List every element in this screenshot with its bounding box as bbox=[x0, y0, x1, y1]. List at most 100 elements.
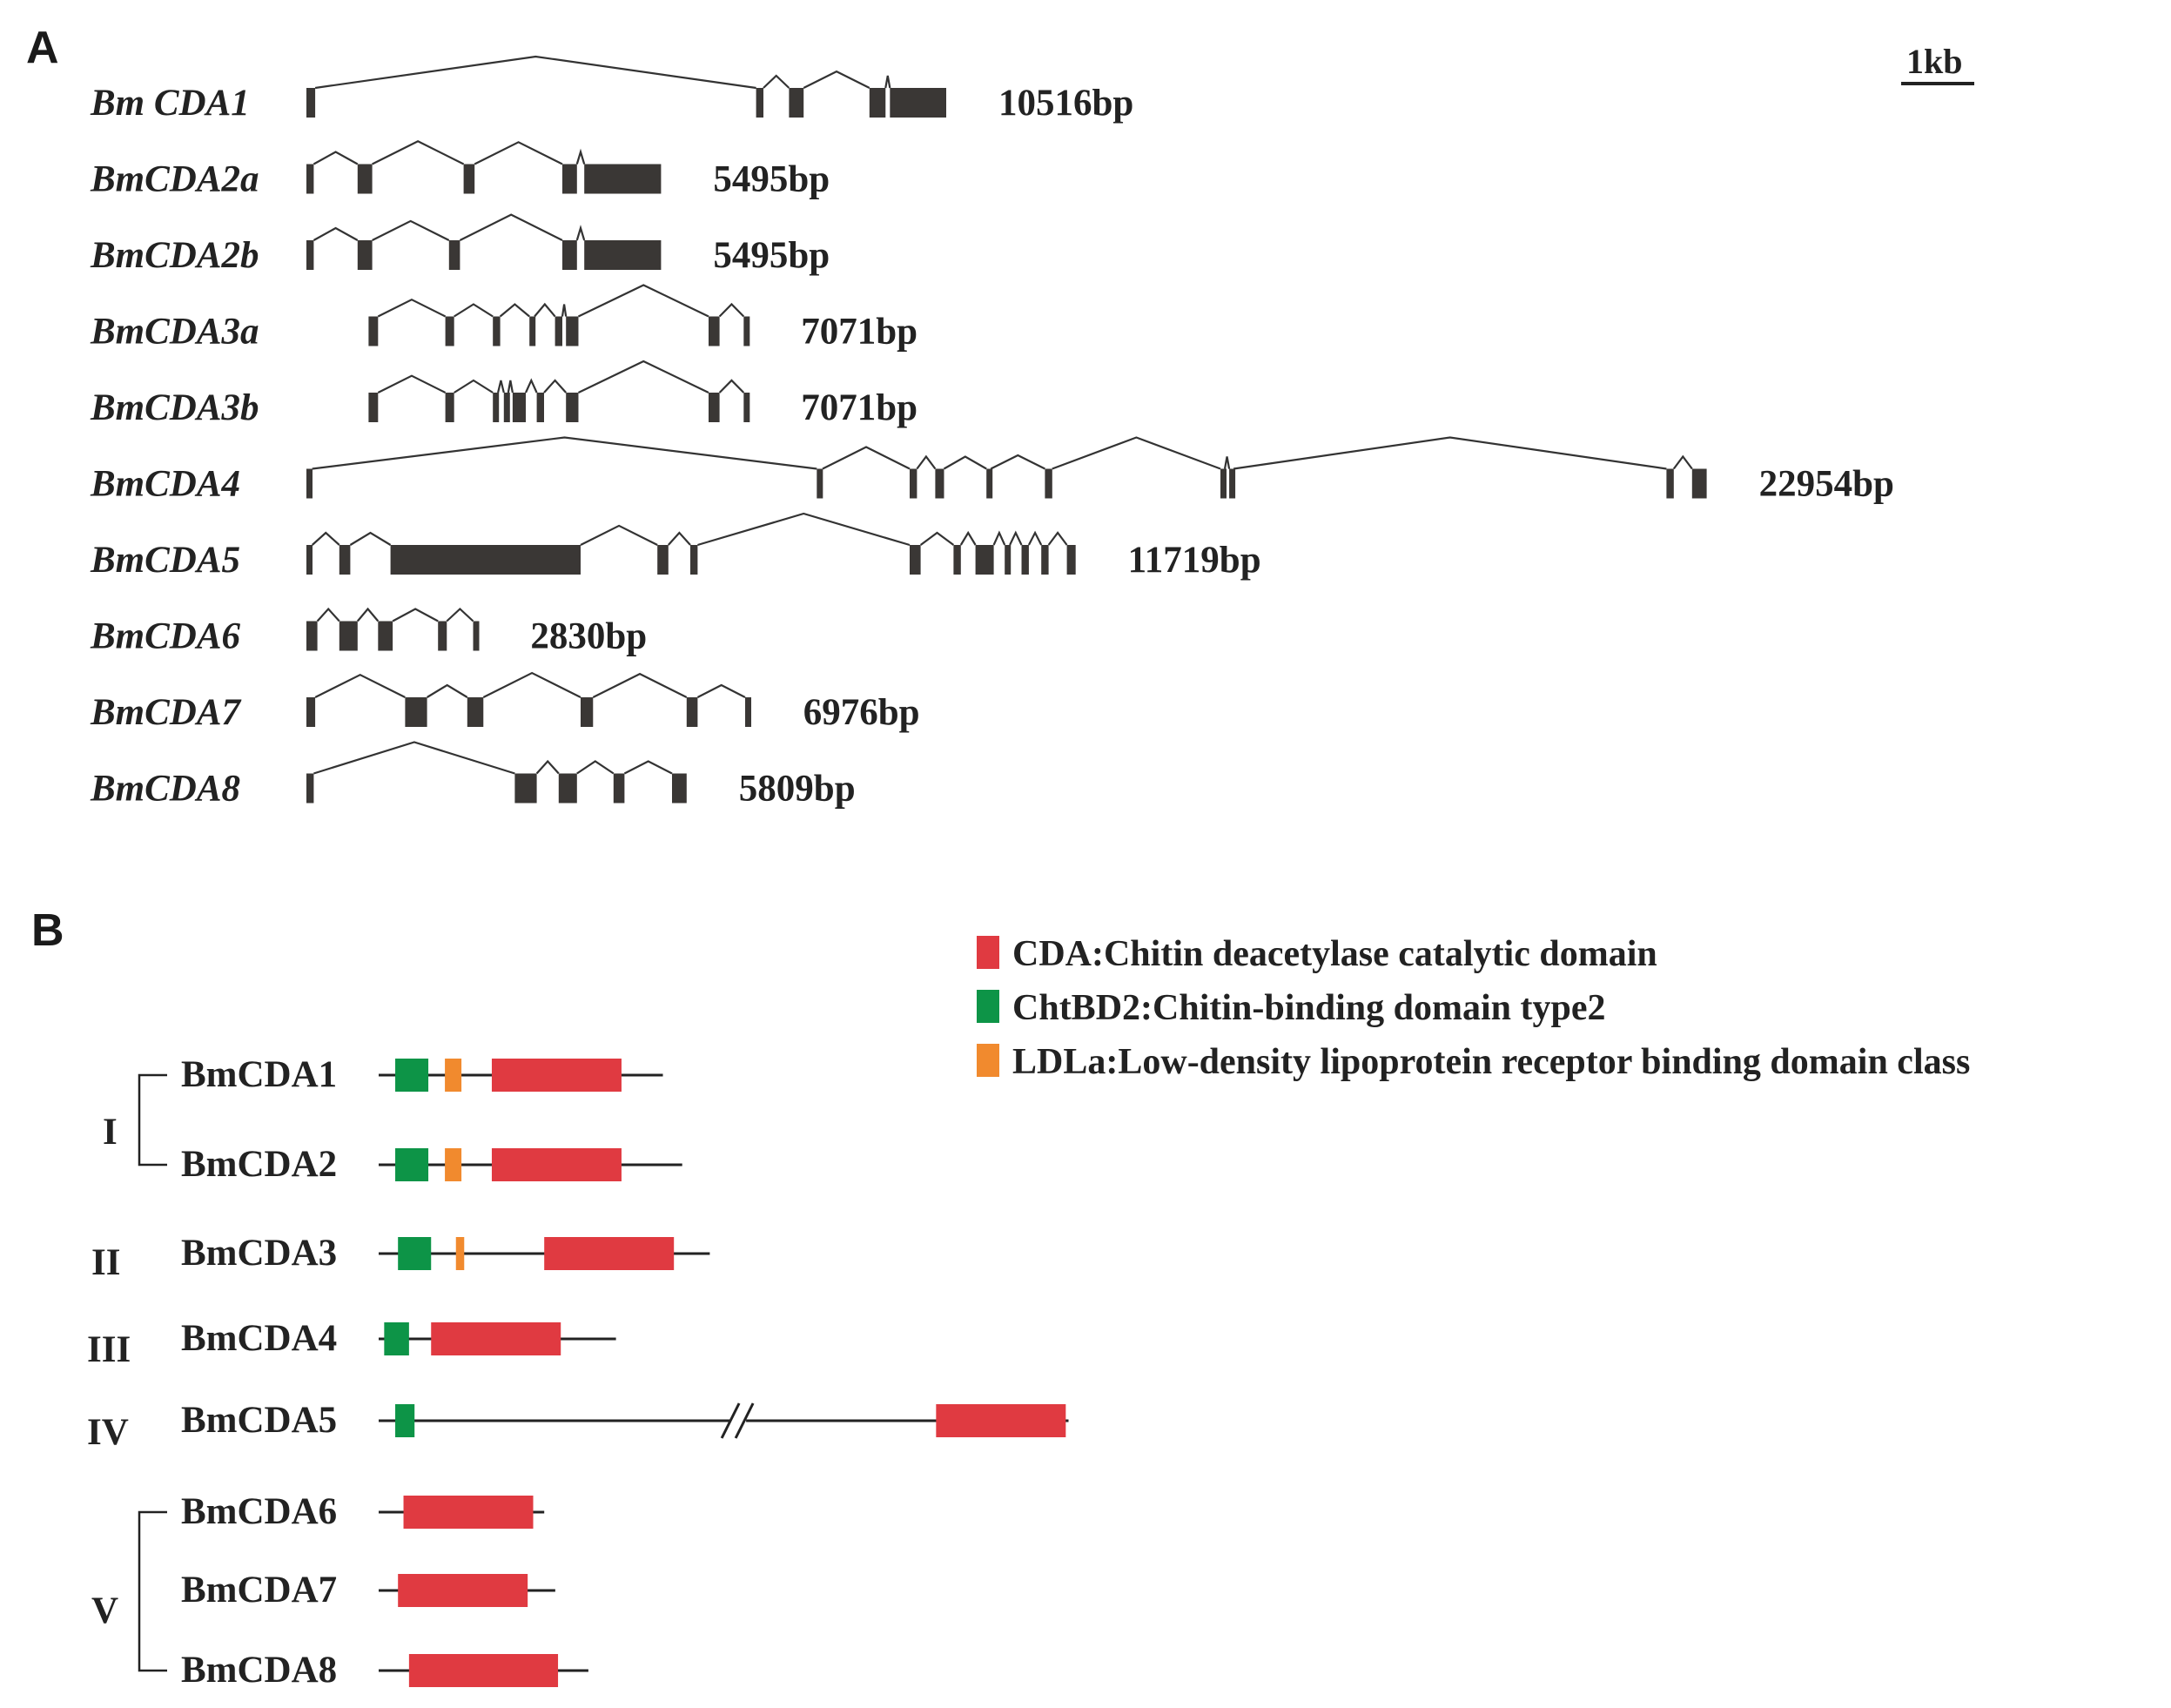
domain-ldla bbox=[445, 1148, 462, 1181]
intron-line bbox=[497, 380, 505, 393]
intron-line bbox=[507, 380, 514, 393]
exon-block bbox=[306, 621, 318, 651]
intron-line bbox=[943, 455, 987, 470]
exon-block bbox=[467, 697, 484, 727]
exon-block bbox=[1229, 468, 1236, 499]
intron-line bbox=[1009, 530, 1023, 546]
legend-swatch bbox=[977, 936, 999, 969]
intron-line bbox=[312, 436, 817, 470]
exon-block bbox=[953, 545, 961, 575]
exon-block bbox=[613, 773, 625, 804]
break-mark bbox=[720, 1402, 741, 1439]
intron-line bbox=[454, 379, 494, 393]
exon-block bbox=[1220, 468, 1227, 499]
domain-cda bbox=[398, 1574, 528, 1607]
intron-line bbox=[313, 151, 359, 165]
domain-ldla bbox=[445, 1059, 462, 1092]
gene-length-label: 2830bp bbox=[530, 616, 647, 657]
exon-block bbox=[986, 468, 993, 499]
domain-cda bbox=[431, 1322, 561, 1355]
protein-name: BmCDA3 bbox=[181, 1233, 337, 1274]
exon-block bbox=[1041, 545, 1049, 575]
intron-line bbox=[990, 454, 1045, 470]
intron-line bbox=[313, 741, 515, 775]
intron-line bbox=[1672, 454, 1693, 470]
protein-row: BmCDA3 bbox=[181, 1233, 710, 1274]
exon-block bbox=[445, 393, 454, 422]
break-mark bbox=[734, 1402, 755, 1439]
domain-chtbd2 bbox=[395, 1148, 429, 1181]
intron-line bbox=[578, 360, 709, 393]
exon-block bbox=[581, 697, 594, 727]
exon-block bbox=[339, 545, 351, 575]
intron-line bbox=[916, 454, 937, 470]
intron-line bbox=[561, 304, 568, 317]
domain-cda bbox=[408, 1654, 559, 1687]
protein-name: BmCDA6 bbox=[181, 1491, 337, 1532]
exon-block bbox=[306, 773, 314, 804]
group-label: III bbox=[87, 1329, 131, 1370]
intron-line bbox=[482, 671, 581, 698]
intron-line bbox=[1223, 456, 1231, 469]
exon-block bbox=[357, 164, 373, 194]
gene-name: BmCDA2a bbox=[90, 159, 259, 200]
exon-block bbox=[1005, 545, 1012, 575]
protein-architectures: BmCDA1BmCDA2BmCDA3BmCDA4BmCDA5BmCDA6BmCD… bbox=[181, 1054, 1069, 1691]
intron-line bbox=[697, 512, 911, 547]
protein-name: BmCDA2 bbox=[181, 1144, 337, 1185]
intron-line bbox=[696, 683, 746, 698]
exon-block bbox=[529, 316, 536, 346]
exon-block bbox=[935, 468, 944, 499]
protein-row: BmCDA6 bbox=[181, 1491, 545, 1532]
intron-line bbox=[377, 374, 447, 393]
gene-name: BmCDA8 bbox=[90, 769, 240, 810]
exon-block bbox=[584, 164, 662, 194]
protein-row: BmCDA5 bbox=[181, 1400, 1069, 1441]
intron-line bbox=[718, 379, 745, 393]
exon-block bbox=[536, 393, 544, 422]
exon-block bbox=[306, 697, 316, 727]
exon-block bbox=[357, 240, 373, 270]
exon-block bbox=[473, 621, 480, 651]
exon-block bbox=[306, 545, 313, 575]
exon-block bbox=[869, 88, 886, 118]
gene-length-label: 6976bp bbox=[803, 692, 920, 733]
exon-block bbox=[745, 697, 751, 727]
gene-length-label: 7071bp bbox=[801, 312, 917, 353]
exon-block bbox=[789, 88, 804, 118]
domain-chtbd2 bbox=[395, 1059, 429, 1092]
intron-line bbox=[992, 530, 1006, 546]
exon-block bbox=[584, 240, 662, 270]
domain-ldla bbox=[455, 1237, 465, 1270]
exon-block bbox=[438, 621, 447, 651]
exon-block bbox=[672, 773, 687, 804]
exon-block bbox=[975, 545, 994, 575]
intron-line bbox=[884, 75, 891, 89]
protein-row: BmCDA2 bbox=[181, 1144, 682, 1185]
exon-block bbox=[405, 697, 427, 727]
intron-line bbox=[314, 55, 756, 90]
intron-line bbox=[314, 673, 406, 698]
exon-block bbox=[1045, 468, 1052, 499]
exon-block bbox=[306, 240, 314, 270]
exon-block bbox=[306, 468, 313, 499]
group-label: V bbox=[91, 1590, 118, 1631]
intron-line bbox=[667, 531, 691, 546]
intron-line bbox=[524, 378, 538, 393]
gene-length-label: 22954bp bbox=[1759, 464, 1894, 505]
intron-line bbox=[543, 379, 568, 393]
intron-line bbox=[474, 141, 563, 165]
legend-label: ChtBD2:Chitin-binding domain type2 bbox=[1012, 988, 1606, 1028]
intron-line bbox=[803, 70, 870, 89]
protein-name: BmCDA4 bbox=[181, 1318, 337, 1359]
exon-block bbox=[463, 164, 475, 194]
exon-block bbox=[743, 316, 750, 346]
intron-line bbox=[313, 226, 359, 241]
exon-block bbox=[378, 621, 393, 651]
gene-name: BmCDA2b bbox=[90, 235, 259, 276]
intron-line bbox=[372, 219, 450, 241]
